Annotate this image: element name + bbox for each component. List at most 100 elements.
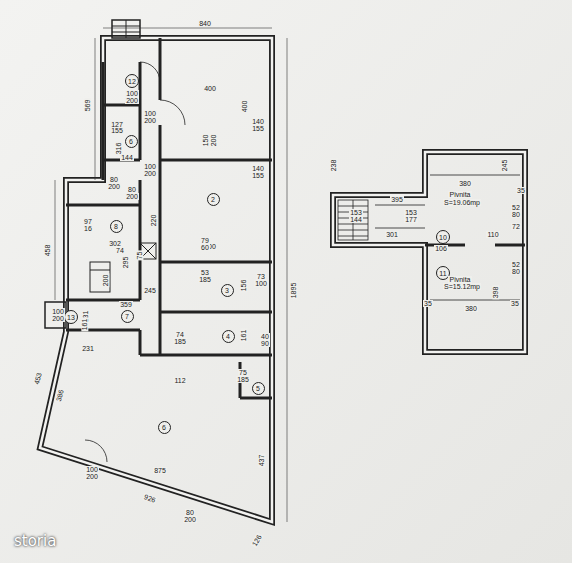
dimension-label: 185 xyxy=(198,276,212,283)
dimension-label: 200 xyxy=(125,193,139,200)
dimension-label: 200 xyxy=(51,315,65,322)
dimension-label: 569 xyxy=(85,98,92,112)
dimension-label: 100 xyxy=(254,280,268,287)
dimension-label: 75 xyxy=(238,369,248,376)
dimension-label: 97 xyxy=(83,218,93,225)
dimension-label: 144 xyxy=(349,216,363,223)
dimension-label: 35 xyxy=(510,300,520,307)
room-number-text: 8 xyxy=(114,223,118,230)
dimension-label: 386 xyxy=(55,387,65,402)
dimension-label: 437 xyxy=(259,453,266,467)
dimension-label: 144 xyxy=(120,154,134,161)
room-number: 4 xyxy=(222,330,235,343)
dimension-label: 185 xyxy=(173,338,187,345)
room-number-text: 11 xyxy=(439,270,446,277)
dimension-label: 100 xyxy=(125,90,139,97)
room-number-text: 6 xyxy=(129,138,133,145)
dimension-label: 153 xyxy=(404,209,418,216)
dimension-label: 238 xyxy=(331,158,338,172)
dimension-label: 112 xyxy=(173,377,186,384)
dimension-label: 380 xyxy=(464,305,478,312)
room-number: 7 xyxy=(121,310,134,323)
dimension-label: 110 xyxy=(486,231,499,238)
dimension-label: 926 xyxy=(142,492,157,503)
dimension-label: 840 xyxy=(198,20,212,27)
room-number-text: 5 xyxy=(256,385,260,392)
dimension-label: 200 xyxy=(143,170,157,177)
room-label: S=19.06mp xyxy=(443,199,481,206)
dimension-label: 245 xyxy=(143,287,157,294)
room-number: 13 xyxy=(64,310,78,324)
room-number-text: 12 xyxy=(128,78,136,85)
dimension-label: 200 xyxy=(143,117,157,124)
room-number-text: 13 xyxy=(67,314,75,321)
dimension-label: 150 xyxy=(203,133,210,147)
dimension-label: 140 xyxy=(251,118,265,125)
dimension-label: 80 xyxy=(109,176,119,183)
dimension-label: 200 xyxy=(183,516,197,523)
room-number: 8 xyxy=(110,220,123,233)
dimension-label: 79 xyxy=(200,237,210,244)
dimension-label: 231 xyxy=(81,345,95,352)
room-number: 6 xyxy=(158,421,171,434)
dimension-label: 400 xyxy=(242,99,249,113)
dimension-label: 40 xyxy=(260,333,270,340)
dimension-label: 100 xyxy=(143,110,157,117)
dimension-label: 35 xyxy=(516,187,526,194)
room-number: 5 xyxy=(252,382,265,395)
dimension-label: 380 xyxy=(458,180,472,187)
dimension-label: 458 xyxy=(45,243,52,257)
dimension-label: 400 xyxy=(203,85,217,92)
dimension-label: 126 xyxy=(251,532,264,547)
dimension-label: 1895 xyxy=(290,281,297,299)
dimension-label: 875 xyxy=(153,467,167,474)
room-number-text: 10 xyxy=(439,234,447,241)
dimension-label: 359 xyxy=(119,301,133,308)
dimension-label: 35 xyxy=(423,300,433,307)
room-label: Pivnita xyxy=(448,276,471,283)
dimension-label: 80 xyxy=(127,186,137,193)
dimension-label: 398 xyxy=(493,285,500,299)
dimension-label: 177 xyxy=(404,216,418,223)
dimension-label: 245 xyxy=(502,158,509,172)
dimension-label: 73 xyxy=(256,273,266,280)
dimension-label: 106 xyxy=(434,245,448,252)
room-number-text: 6 xyxy=(162,424,166,431)
dimension-label: 155 xyxy=(110,127,124,134)
dimension-label: 75 xyxy=(136,250,143,260)
dimension-label: 200 xyxy=(125,97,139,104)
dimension-label: 100 xyxy=(143,163,157,170)
room-number-text: 4 xyxy=(226,333,230,340)
dimension-label: 155 xyxy=(251,172,265,179)
dimension-label: 74 xyxy=(115,247,125,254)
dimension-label: 185 xyxy=(236,376,250,383)
dimension-label: 60 xyxy=(200,244,210,251)
dimension-label: 80 xyxy=(185,509,195,516)
watermark: storia xyxy=(14,532,56,550)
room-label: Pivnita xyxy=(448,191,471,198)
dimension-label: 16 xyxy=(83,225,93,232)
dimension-label: 453 xyxy=(33,370,43,385)
room-number: 6 xyxy=(125,135,138,148)
dimension-label: 140 xyxy=(251,165,265,172)
dimension-label: 200 xyxy=(85,473,99,480)
dimension-label: 72 xyxy=(511,223,521,230)
room-number: 2 xyxy=(207,193,220,206)
dimension-label: 153 xyxy=(349,209,363,216)
dimension-label: 200 xyxy=(211,133,218,147)
dimension-label: 100 xyxy=(51,308,65,315)
dimension-label: 295 xyxy=(123,255,130,269)
dimension-label: 52 xyxy=(511,261,521,268)
room-number-text: 7 xyxy=(125,313,129,320)
room-number: 12 xyxy=(125,74,139,88)
room-label: S=15.12mp xyxy=(443,283,481,290)
room-number: 10 xyxy=(436,230,450,244)
dimension-label: 53 xyxy=(200,269,210,276)
dimension-label: 395 xyxy=(390,196,404,203)
dimension-label: 100 xyxy=(85,466,99,473)
dimension-label: 200 xyxy=(107,183,121,190)
dimension-label: 200 xyxy=(103,273,110,287)
dimension-label: 80 xyxy=(511,211,521,218)
dimension-label: 220 xyxy=(151,213,158,227)
